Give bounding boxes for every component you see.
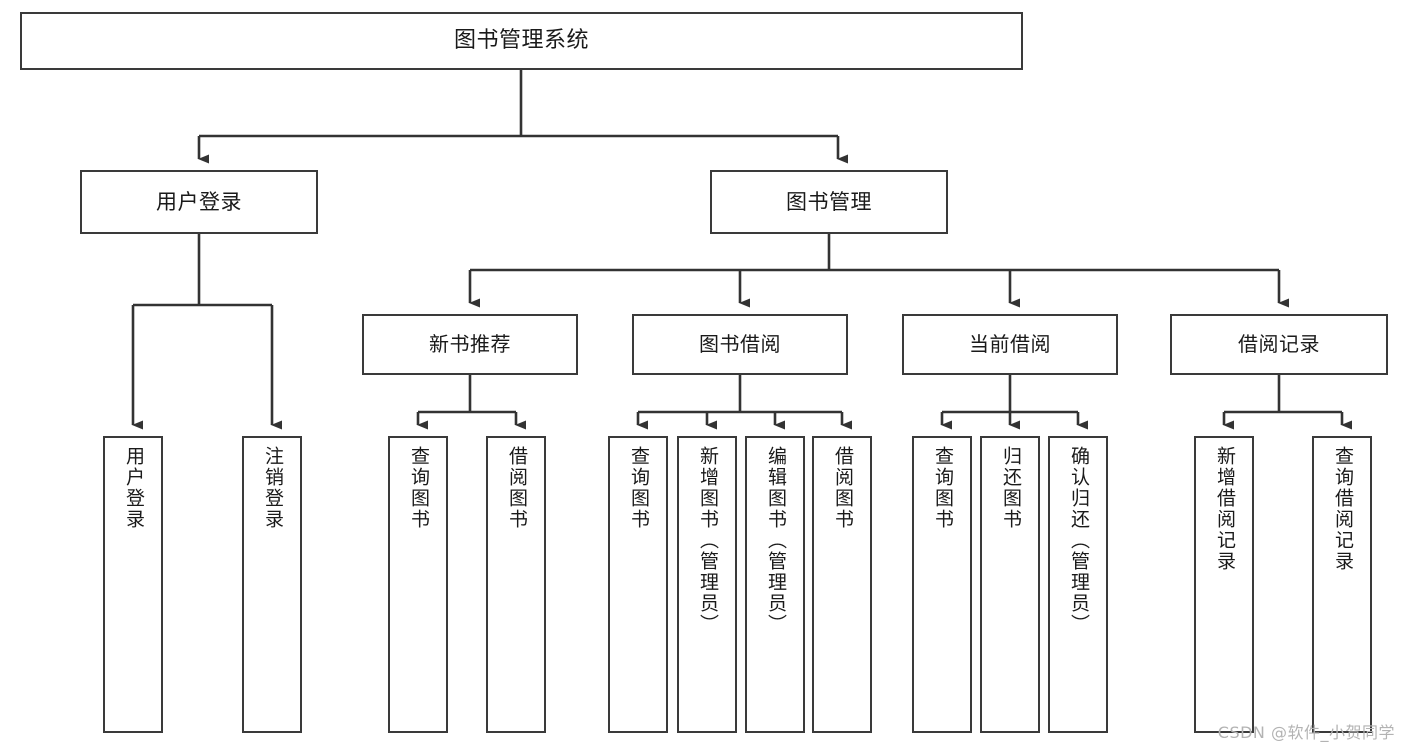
leaf-query-book-current[interactable]: 查询图书 xyxy=(912,436,972,733)
csdn-watermark: CSDN @软件_小贺同学 xyxy=(1217,723,1395,742)
leaf-query-book-borrow-label: 查询图书 xyxy=(627,446,650,530)
node-borrow-record[interactable]: 借阅记录 xyxy=(1170,314,1388,375)
leaf-add-borrow-record[interactable]: 新增借阅记录 xyxy=(1194,436,1254,733)
leaf-add-borrow-record-label: 新增借阅记录 xyxy=(1213,446,1236,572)
leaf-logout[interactable]: 注销登录 xyxy=(242,436,302,733)
node-book-management[interactable]: 图书管理 xyxy=(710,170,948,234)
leaf-user-login-label: 用户登录 xyxy=(122,446,145,530)
node-user-login-label: 用户登录 xyxy=(156,189,242,214)
leaf-query-book-borrow[interactable]: 查询图书 xyxy=(608,436,668,733)
node-root-label: 图书管理系统 xyxy=(453,28,589,54)
leaf-query-book-current-label: 查询图书 xyxy=(931,446,954,530)
leaf-return-book[interactable]: 归还图书 xyxy=(980,436,1040,733)
leaf-query-book-recommend[interactable]: 查询图书 xyxy=(388,436,448,733)
leaf-return-book-label: 归还图书 xyxy=(999,446,1022,530)
node-book-borrow-label: 图书借阅 xyxy=(699,331,781,356)
leaf-logout-label: 注销登录 xyxy=(261,446,284,530)
node-new-book-recommend[interactable]: 新书推荐 xyxy=(362,314,578,375)
leaf-query-book-recommend-label: 查询图书 xyxy=(407,446,430,530)
leaf-add-book-admin-label: 新增图书（管理员） xyxy=(696,446,719,635)
leaf-edit-book-admin[interactable]: 编辑图书（管理员） xyxy=(745,436,805,733)
leaf-borrow-book[interactable]: 借阅图书 xyxy=(812,436,872,733)
leaf-confirm-return-admin-label: 确认归还（管理员） xyxy=(1067,446,1090,635)
leaf-edit-book-admin-label: 编辑图书（管理员） xyxy=(764,446,787,635)
leaf-borrow-book-recommend[interactable]: 借阅图书 xyxy=(486,436,546,733)
node-current-borrow[interactable]: 当前借阅 xyxy=(902,314,1118,375)
leaf-borrow-book-recommend-label: 借阅图书 xyxy=(505,446,528,530)
leaf-confirm-return-admin[interactable]: 确认归还（管理员） xyxy=(1048,436,1108,733)
leaf-borrow-book-label: 借阅图书 xyxy=(831,446,854,530)
node-book-management-label: 图书管理 xyxy=(786,189,872,214)
leaf-user-login[interactable]: 用户登录 xyxy=(103,436,163,733)
node-book-borrow[interactable]: 图书借阅 xyxy=(632,314,848,375)
node-user-login[interactable]: 用户登录 xyxy=(80,170,318,234)
node-root[interactable]: 图书管理系统 xyxy=(20,12,1023,70)
node-borrow-record-label: 借阅记录 xyxy=(1238,331,1320,356)
node-new-book-recommend-label: 新书推荐 xyxy=(429,331,511,356)
leaf-query-borrow-record-label: 查询借阅记录 xyxy=(1331,446,1354,572)
leaf-query-borrow-record[interactable]: 查询借阅记录 xyxy=(1312,436,1372,733)
node-current-borrow-label: 当前借阅 xyxy=(969,331,1051,356)
leaf-add-book-admin[interactable]: 新增图书（管理员） xyxy=(677,436,737,733)
